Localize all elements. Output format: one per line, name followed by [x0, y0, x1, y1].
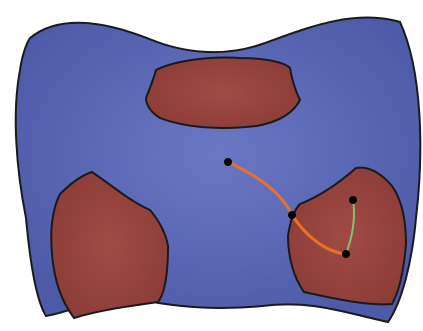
boundary-point: [288, 211, 296, 219]
right-region: [286, 166, 408, 306]
left-region: [50, 170, 170, 320]
green-start-point: [349, 196, 357, 204]
start-point: [224, 158, 232, 166]
end-point: [342, 250, 350, 258]
top-region: [144, 56, 302, 129]
green-path: [345, 199, 356, 255]
